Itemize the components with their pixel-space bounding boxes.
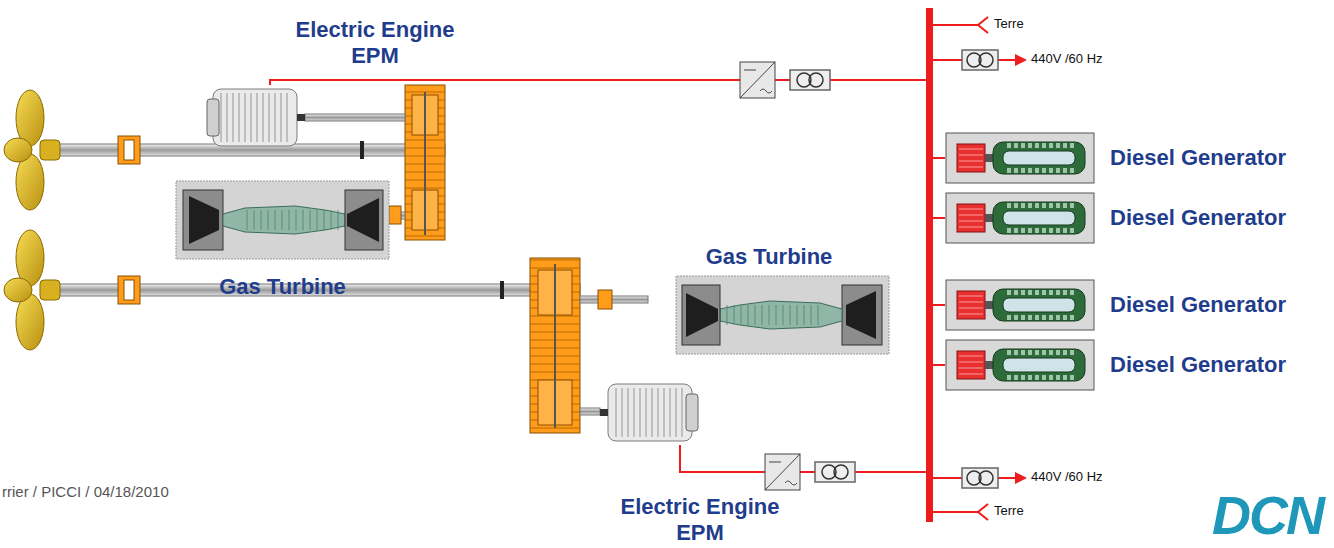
power-wiring [270, 17, 1015, 520]
node-label: Electric Engine EPM [275, 17, 475, 69]
node-label: Diesel Generator [1110, 352, 1310, 378]
diesel-generator: Diesel Generator [945, 339, 1315, 391]
arrow-head [1015, 54, 1027, 66]
bottom-shaft-line [4, 230, 648, 433]
footer-note: rrier / PICCI / 04/18/2010 [2, 484, 169, 499]
gas-turbine [175, 180, 390, 260]
electric-engine: Electric Engine EPM [595, 380, 805, 546]
gearbox [405, 85, 445, 240]
diesel-generator-set [945, 132, 1095, 184]
node-label: Gas Turbine [648, 244, 890, 270]
arrow-head [1015, 472, 1027, 484]
gearbox [530, 258, 580, 433]
node-label: Electric Engine EPM [600, 494, 800, 546]
diesel-generator-set [945, 339, 1095, 391]
propeller [4, 90, 60, 210]
diesel-generator: Diesel Generator [945, 279, 1315, 331]
node-label: Diesel Generator [1110, 205, 1310, 231]
diesel-generator-set [945, 279, 1095, 331]
gas-turbine-unit: Gas Turbine [648, 244, 890, 350]
voltage-label: 440V /60 Hz [1031, 470, 1103, 483]
converter-symbol [765, 454, 800, 490]
electric-motor [205, 85, 305, 150]
gas-turbine-unit: Gas Turbine [175, 180, 390, 305]
propeller [4, 230, 60, 350]
converter-symbol [740, 62, 775, 98]
terminal-label: Terre [994, 17, 1024, 30]
busbar [926, 8, 933, 522]
diesel-generator: Diesel Generator [945, 132, 1315, 184]
company-logo: DCN [1212, 488, 1323, 542]
terminal-label: Terre [994, 504, 1024, 517]
voltage-label: 440V /60 Hz [1031, 52, 1103, 65]
electric-engine: Electric Engine EPM [205, 15, 480, 151]
node-label: Gas Turbine [175, 274, 390, 300]
node-label: Diesel Generator [1110, 292, 1310, 318]
diesel-generator: Diesel Generator [945, 192, 1315, 244]
gas-turbine [675, 275, 890, 355]
node-label: Diesel Generator [1110, 145, 1310, 171]
electric-motor [600, 380, 700, 445]
diesel-generator-set [945, 192, 1095, 244]
